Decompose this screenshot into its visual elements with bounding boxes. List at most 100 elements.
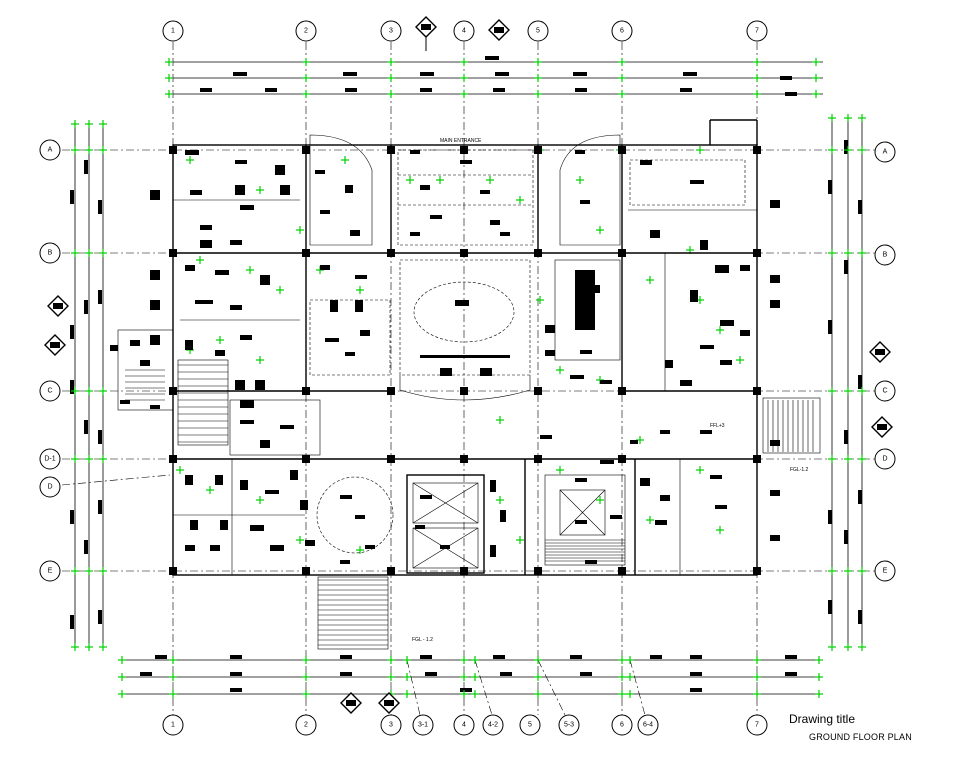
column-post	[387, 146, 395, 154]
column-post	[460, 249, 468, 257]
furniture-block	[690, 180, 704, 184]
furniture-block	[770, 535, 780, 541]
grid-bubble-right: B	[874, 244, 896, 266]
column-post	[534, 387, 542, 395]
furniture-block	[575, 520, 587, 524]
furniture-block	[580, 200, 590, 204]
column-post	[534, 146, 542, 154]
furniture-block	[235, 185, 245, 195]
furniture-block	[290, 470, 298, 480]
furniture-block	[770, 275, 780, 283]
column-post	[460, 146, 468, 154]
furniture-block	[580, 350, 592, 354]
furniture-block	[270, 545, 284, 551]
furniture-block	[325, 338, 339, 342]
furniture-block	[185, 340, 193, 350]
furniture-block	[575, 150, 585, 154]
column-post	[302, 387, 310, 395]
stair-level-label: FGL - 1.2	[412, 637, 433, 643]
grid-bubble-label: 1	[171, 28, 175, 35]
furniture-block	[200, 240, 212, 248]
grid-bubble-bottom: 5	[519, 714, 541, 736]
column-post	[618, 146, 626, 154]
furniture-block	[710, 475, 722, 479]
furniture-block	[185, 265, 195, 271]
grid-bubble-bottom: 6-4	[637, 714, 659, 736]
dimension-strings	[74, 61, 863, 695]
column-post	[460, 567, 468, 575]
grid-bubble-left: E	[39, 560, 61, 582]
furniture-block	[210, 545, 220, 551]
interior-features	[177, 134, 821, 650]
grid-bubble-bottom: 6	[611, 714, 633, 736]
furniture-block	[720, 360, 732, 365]
grid-bubble-label: 5	[536, 28, 540, 35]
furniture-block	[540, 435, 552, 439]
furniture-block	[215, 475, 223, 485]
furniture-block	[365, 545, 375, 549]
grid-bubble-top: 3	[380, 20, 402, 42]
furniture-block	[770, 490, 780, 496]
furniture-block	[640, 478, 650, 486]
grid-bubble-bottom: 4	[453, 714, 475, 736]
grid-bubble-label: 2	[304, 722, 308, 729]
column-post	[302, 249, 310, 257]
section-marker-icon	[869, 341, 891, 363]
furniture-block	[600, 460, 614, 464]
furniture-symbols	[110, 150, 780, 564]
furniture-block	[480, 368, 492, 376]
furniture-block	[235, 160, 247, 164]
furniture-block	[355, 275, 367, 279]
grid-bubble-right: D	[874, 448, 896, 470]
grid-bubble-label: 3	[389, 722, 393, 729]
grid-bubble-bottom: 2	[295, 714, 317, 736]
furniture-block	[150, 300, 160, 310]
furniture-block	[280, 185, 290, 195]
dimension-text-marks	[70, 56, 862, 692]
grid-bubble-bottom: 4-2	[482, 714, 504, 736]
grid-bubble-label: 4-2	[488, 722, 498, 729]
furniture-block	[630, 440, 638, 444]
furniture-block	[480, 190, 490, 194]
column-post	[618, 567, 626, 575]
grid-bubble-bottom: 3-1	[412, 714, 434, 736]
grid-bubble-bottom: 7	[746, 714, 768, 736]
column-post	[387, 455, 395, 463]
column-post	[460, 387, 468, 395]
column-post	[302, 146, 310, 154]
column-post	[169, 387, 177, 395]
furniture-block	[360, 330, 370, 336]
furniture-block	[500, 232, 510, 236]
furniture-block	[240, 205, 254, 210]
furniture-block	[490, 545, 496, 557]
column-post	[753, 146, 761, 154]
furniture-block	[590, 285, 600, 293]
grid-bubble-top: 6	[611, 20, 633, 42]
grid-bubble-label: 4	[462, 28, 466, 35]
furniture-block	[575, 270, 595, 330]
column-post	[753, 387, 761, 395]
dimension-ticks	[71, 58, 866, 698]
column-post	[753, 455, 761, 463]
main-entrance-label: MAIN ENTRANCE	[440, 138, 482, 144]
drawing-title: Drawing title	[789, 712, 856, 726]
furniture-block	[410, 232, 420, 236]
grid-bubble-bottom: 3	[380, 714, 402, 736]
furniture-block	[150, 335, 160, 345]
furniture-block	[740, 330, 750, 336]
furniture-block	[130, 340, 140, 346]
furniture-block	[420, 495, 432, 499]
furniture-block	[355, 300, 363, 312]
furniture-block	[185, 475, 193, 485]
column-post	[618, 249, 626, 257]
column-post	[169, 455, 177, 463]
furniture-block	[665, 360, 673, 368]
furniture-block	[340, 560, 350, 564]
column-post	[534, 455, 542, 463]
furniture-block	[440, 545, 450, 549]
plan-name: GROUND FLOOR PLAN	[809, 732, 912, 742]
section-markers	[44, 16, 893, 714]
grid-bubble-right: A	[874, 141, 896, 163]
furniture-block	[770, 440, 780, 446]
column-post	[387, 249, 395, 257]
